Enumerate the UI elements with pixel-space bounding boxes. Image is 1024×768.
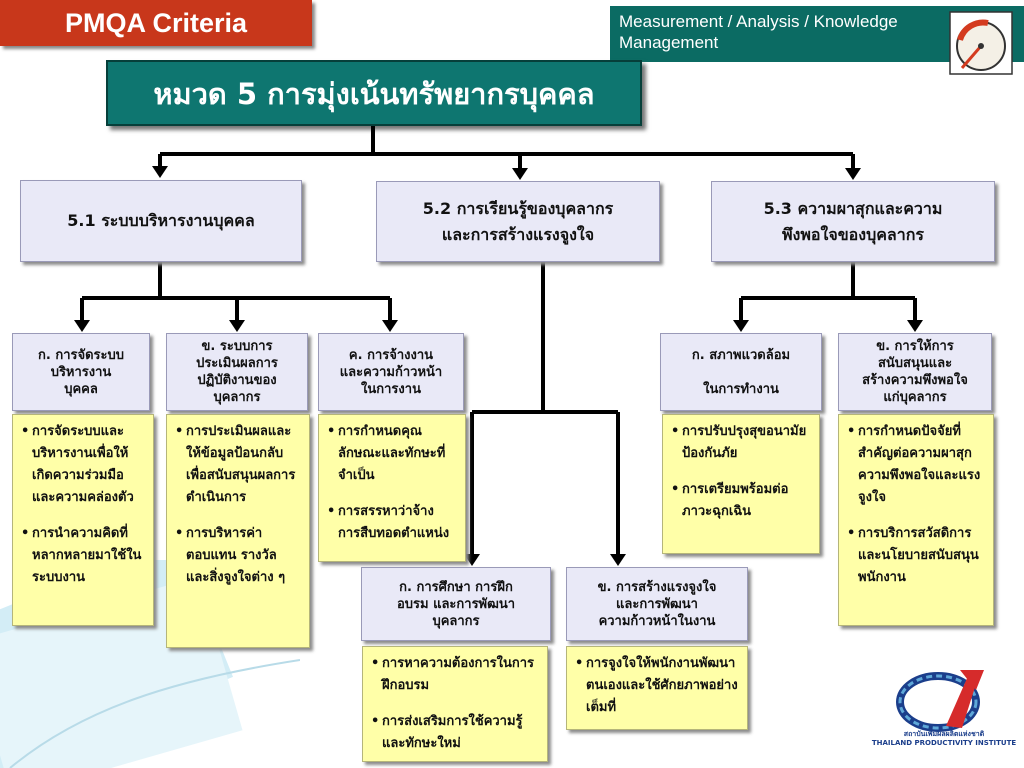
detail-box-5-3-b: •การกำหนดปัจจัยที่สำคัญต่อความผาสุกความพ… xyxy=(838,414,994,626)
category-5-1: 5.1 ระบบบริหารงานบุคคล xyxy=(20,180,302,262)
gauge-icon xyxy=(949,11,1013,75)
list-item-text: การจัดระบบและบริหารงานเพื่อให้เกิดความร่… xyxy=(32,424,134,505)
list-item-text: การจูงใจให้พนักงานพัฒนาตนเองและใช้ศักยภา… xyxy=(586,656,738,715)
bullet-icon: • xyxy=(327,504,336,519)
list-item: •การสรรหาว่าจ้าง การสืบทอดตำแหน่ง xyxy=(327,501,459,545)
list-item: •การเตรียมพร้อมต่อภาวะฉุกเฉิน xyxy=(671,479,813,523)
bullet-icon: • xyxy=(371,714,380,729)
list-item-text: การนำความคิดที่หลากหลายมาใช้ในระบบงาน xyxy=(32,526,142,585)
bullet-icon: • xyxy=(175,526,184,541)
list-item-text: การปรับปรุงสุขอนามัย ป้องกันภัย xyxy=(682,424,807,461)
detail-box-5-2-a: •การหาความต้องการในการฝึกอบรม •การส่งเสร… xyxy=(362,646,548,762)
list-item: •การส่งเสริมการใช้ความรู้และทักษะใหม่ xyxy=(371,711,541,755)
list-item: •การจูงใจให้พนักงานพัฒนาตนเองและใช้ศักยภ… xyxy=(575,653,741,719)
main-title-box: หมวด 5 การมุ่งเน้นทรัพยากรบุคคล xyxy=(106,60,642,126)
list-item: •การกำหนดคุณ ลักษณะและทักษะที่จำเป็น xyxy=(327,421,459,487)
list-item-text: การกำหนดคุณ ลักษณะและทักษะที่จำเป็น xyxy=(338,424,446,483)
detail-box-5-1-b: •การประเมินผลและให้ข้อมูลป้อนกลับเพื่อสน… xyxy=(166,414,310,648)
detail-box-5-3-a: •การปรับปรุงสุขอนามัย ป้องกันภัย •การเตร… xyxy=(662,414,820,554)
logo-caption-en: THAILAND PRODUCTIVITY INSTITUTE xyxy=(871,739,1017,747)
bullet-icon: • xyxy=(671,482,680,497)
category-5-2: 5.2 การเรียนรู้ของบุคลากร และการสร้างแรง… xyxy=(376,181,660,262)
list-item: •การหาความต้องการในการฝึกอบรม xyxy=(371,653,541,697)
bullet-icon: • xyxy=(327,424,336,439)
sub-box-5-1-a: ก. การจัดระบบ บริหารงาน บุคคล xyxy=(12,333,150,411)
list-item: •การบริการสวัสดิการ และนโยบายสนับสนุนพนั… xyxy=(847,523,987,589)
detail-box-5-1-a: •การจัดระบบและบริหารงานเพื่อให้เกิดความร… xyxy=(12,414,154,626)
logo-caption-th: สถาบันเพิ่มผลผลิตแห่งชาติ xyxy=(903,730,985,738)
header-title-tab: PMQA Criteria xyxy=(0,0,312,46)
list-item-text: การเตรียมพร้อมต่อภาวะฉุกเฉิน xyxy=(682,482,789,519)
banner-line-1: Measurement / Analysis / Knowledge xyxy=(619,12,898,31)
list-item-text: การสรรหาว่าจ้าง การสืบทอดตำแหน่ง xyxy=(338,504,450,541)
sub-box-5-2-b: ข. การสร้างแรงจูงใจ และการพัฒนา ความก้าว… xyxy=(566,567,748,641)
list-item: •การประเมินผลและให้ข้อมูลป้อนกลับเพื่อสน… xyxy=(175,421,303,509)
bullet-icon: • xyxy=(21,424,30,439)
logo-caption: สถาบันเพิ่มผลผลิตแห่งชาติ THAILAND PRODU… xyxy=(864,730,1024,748)
bullet-icon: • xyxy=(847,526,856,541)
category-5-3: 5.3 ความผาสุกและความ พึงพอใจของบุคลากร xyxy=(711,181,995,262)
sub-box-5-2-a: ก. การศึกษา การฝึก อบรม และการพัฒนา บุคล… xyxy=(361,567,551,641)
list-item: •การนำความคิดที่หลากหลายมาใช้ในระบบงาน xyxy=(21,523,147,589)
bullet-icon: • xyxy=(371,656,380,671)
list-item-text: การส่งเสริมการใช้ความรู้และทักษะใหม่ xyxy=(382,714,523,751)
sub-box-5-3-a: ก. สภาพแวดล้อม ในการทำงาน xyxy=(660,333,822,411)
tpi-logo-icon xyxy=(896,670,984,732)
sub-box-5-3-b: ข. การให้การ สนับสนุนและ สร้างความพึงพอใ… xyxy=(838,333,992,411)
list-item-text: การบริหารค่าตอบแทน รางวัล และสิ่งจูงใจต่… xyxy=(186,526,286,585)
list-item-text: การหาความต้องการในการฝึกอบรม xyxy=(382,656,535,693)
sub-box-5-1-c: ค. การจ้างงาน และความก้าวหน้า ในการงาน xyxy=(318,333,464,411)
bullet-icon: • xyxy=(671,424,680,439)
banner-line-2: Management xyxy=(619,33,719,52)
detail-box-5-1-c: •การกำหนดคุณ ลักษณะและทักษะที่จำเป็น •กา… xyxy=(318,414,466,562)
list-item-text: การประเมินผลและให้ข้อมูลป้อนกลับเพื่อสนั… xyxy=(186,424,296,505)
list-item: •การกำหนดปัจจัยที่สำคัญต่อความผาสุกความพ… xyxy=(847,421,987,509)
list-item: •การปรับปรุงสุขอนามัย ป้องกันภัย xyxy=(671,421,813,465)
sub-box-5-1-b: ข. ระบบการ ประเมินผลการ ปฏิบัติงานของ บุ… xyxy=(166,333,308,411)
bullet-icon: • xyxy=(575,656,584,671)
list-item-text: การบริการสวัสดิการ และนโยบายสนับสนุนพนัก… xyxy=(858,526,979,585)
list-item-text: การกำหนดปัจจัยที่สำคัญต่อความผาสุกความพึ… xyxy=(858,424,981,505)
list-item: •การบริหารค่าตอบแทน รางวัล และสิ่งจูงใจต… xyxy=(175,523,303,589)
bullet-icon: • xyxy=(21,526,30,541)
list-item: •การจัดระบบและบริหารงานเพื่อให้เกิดความร… xyxy=(21,421,147,509)
bullet-icon: • xyxy=(847,424,856,439)
bullet-icon: • xyxy=(175,424,184,439)
detail-box-5-2-b: •การจูงใจให้พนักงานพัฒนาตนเองและใช้ศักยภ… xyxy=(566,646,748,730)
